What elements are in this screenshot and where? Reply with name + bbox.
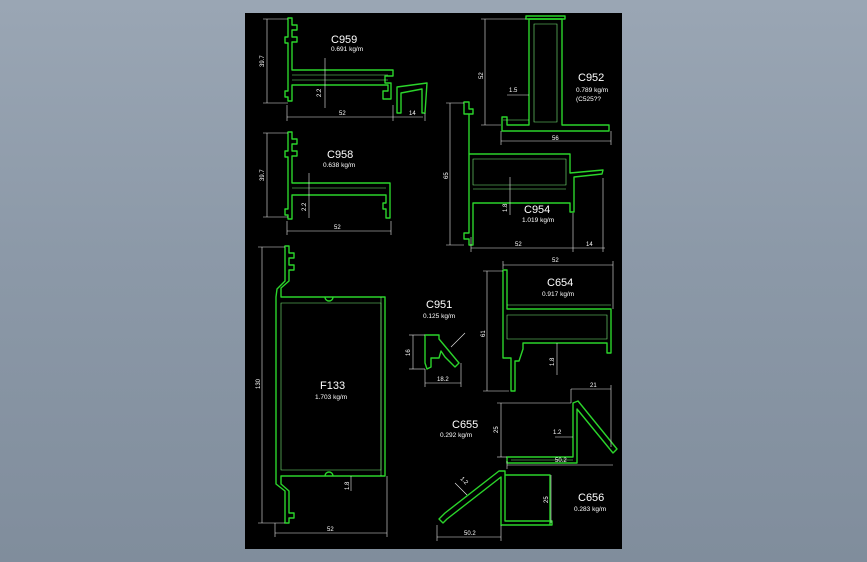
- dims-c656: 1.2 25 50.2: [436, 475, 552, 541]
- profile-c954: [463, 101, 604, 246]
- dims-c952: 52 1.5 56: [479, 18, 612, 145]
- f133-wall-dim: 1.8: [345, 481, 351, 490]
- c656-weight: 0.283 kg/m: [574, 506, 606, 513]
- c656-height-dim: 25: [544, 496, 550, 503]
- c654-weight: 0.917 kg/m: [542, 291, 574, 298]
- dims-c954: 65 1.8 52 14: [444, 102, 605, 252]
- c952-code: C952: [578, 72, 604, 84]
- c952-note: (C525??: [576, 96, 601, 103]
- c656-wall-dim: 1.2: [459, 476, 470, 487]
- profile-c959: [284, 17, 428, 114]
- c654-wall-dim: 1.8: [550, 357, 556, 366]
- c951-height-dim: 16: [406, 349, 412, 356]
- c958-code: C958: [327, 149, 353, 161]
- c655-weight: 0.292 kg/m: [440, 432, 472, 439]
- c654-height-dim: 61: [481, 330, 487, 337]
- c958-height-dim: 39.7: [260, 169, 266, 181]
- c958-wall-dim: 2.2: [302, 202, 308, 211]
- c954-weight: 1.019 kg/m: [522, 217, 554, 224]
- c952-weight: 0.789 kg/m: [576, 87, 608, 94]
- c958-weight: 0.638 kg/m: [323, 162, 355, 169]
- f133-weight: 1.703 kg/m: [315, 394, 347, 401]
- dims-c951: 16 18.2: [406, 332, 466, 387]
- f133-code: F133: [320, 380, 345, 392]
- c954-height-dim: 65: [444, 172, 450, 179]
- f133-height-dim: 130: [256, 378, 262, 389]
- c959-height-dim: 39.7: [260, 55, 266, 67]
- c654-width-dim: 52: [552, 258, 559, 264]
- profile-c951: [424, 334, 460, 370]
- dims-c655: 21 25 1.2 50.2: [494, 383, 613, 469]
- dims-f133: 130 1.8 52: [256, 246, 388, 537]
- c954-width-dim: 52: [515, 242, 522, 248]
- c959-code: C959: [331, 34, 357, 46]
- c654-code: C654: [547, 277, 573, 289]
- c655-wall-dim: 1.2: [553, 430, 562, 436]
- c959-wall-dim: 2.2: [317, 88, 323, 97]
- c655-height-dim: 25: [494, 426, 500, 433]
- c959-flange-dim: 14: [409, 111, 416, 117]
- c952-width-dim: 56: [552, 136, 559, 142]
- drawing-sheet: 39.7 2.2 52 14 C959 0.691 kg/m 52 1.5 56…: [245, 13, 622, 549]
- c656-width-dim: 50.2: [464, 531, 476, 537]
- dims-c959: 39.7 2.2 52 14: [260, 18, 426, 121]
- c951-width-dim: 18.2: [437, 377, 449, 383]
- c952-height-dim: 52: [479, 72, 485, 79]
- profile-f133: [275, 245, 386, 524]
- c951-weight: 0.125 kg/m: [423, 313, 455, 320]
- c954-wall-dim: 1.8: [503, 203, 509, 212]
- c951-code: C951: [426, 299, 452, 311]
- c959-width-dim: 52: [339, 111, 346, 117]
- c655-width-dim: 50.2: [555, 458, 567, 464]
- profile-c654: [502, 269, 612, 392]
- cad-drawing: 39.7 2.2 52 14 C959 0.691 kg/m 52 1.5 56…: [256, 15, 618, 541]
- profile-c656: [438, 470, 553, 526]
- profile-c952: [501, 15, 610, 132]
- c959-weight: 0.691 kg/m: [331, 46, 363, 53]
- dims-c654: 52 61 1.8: [481, 258, 614, 392]
- profile-c655: [506, 400, 618, 464]
- c656-code: C656: [578, 492, 604, 504]
- c954-code: C954: [524, 204, 550, 216]
- c952-wall-dim: 1.5: [509, 88, 518, 94]
- f133-width-dim: 52: [327, 527, 334, 533]
- profile-c958: [284, 131, 391, 220]
- c655-code: C655: [452, 419, 478, 431]
- c655-top-dim: 21: [590, 383, 597, 389]
- dims-c958: 39.7 2.2 52: [260, 132, 392, 235]
- c954-flange-dim: 14: [586, 242, 593, 248]
- c958-width-dim: 52: [334, 225, 341, 231]
